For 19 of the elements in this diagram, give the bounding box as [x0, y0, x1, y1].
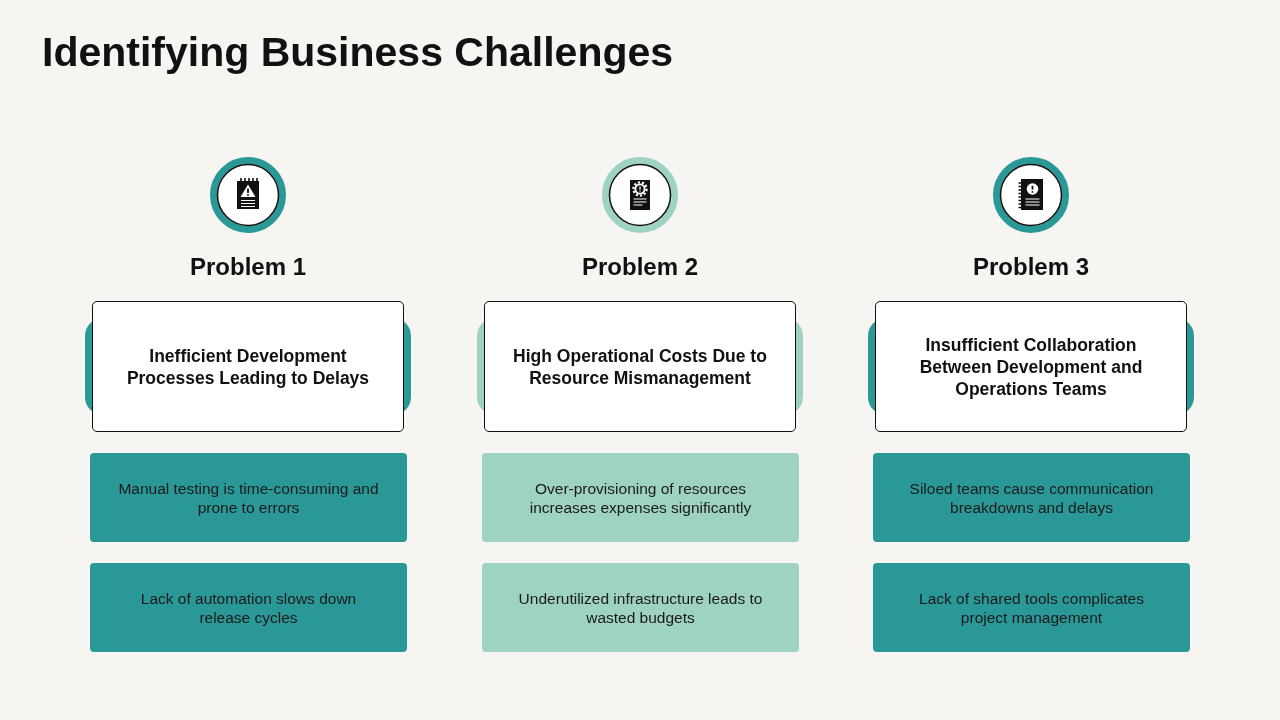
challenge-text: Lack of automation slows down release cycles [139, 588, 358, 627]
challenge-panel [482, 453, 799, 542]
challenge-text: Over-provisioning of resources increases expenses significantly [528, 478, 753, 517]
problem-heading: Problem 1 [188, 253, 307, 281]
challenge-panel [873, 563, 1190, 652]
problem-statement: Insufficient Collaboration Between Development and Operations Teams [918, 333, 1144, 400]
challenge-panel [873, 453, 1190, 542]
challenge-text: Underutilized infrastructure leads to wasted budgets [517, 588, 764, 627]
challenge-text: Lack of shared tools complicates project management [918, 588, 1145, 627]
challenge-panel [90, 563, 407, 652]
slide-title: Identifying Business Challenges [42, 29, 674, 76]
problem-statement: Inefficient Development Processes Leading to Delays [125, 344, 371, 389]
challenge-text: Siloed teams cause communication breakdowns and delays [908, 478, 1155, 517]
challenge-panel [90, 453, 407, 542]
problem-heading: Problem 3 [971, 253, 1090, 281]
challenge-panel [482, 563, 799, 652]
problem-statement: High Operational Costs Due to Resource Mismanagement [512, 344, 768, 389]
problem-heading: Problem 2 [580, 253, 699, 281]
challenge-text: Manual testing is time-consuming and prone to errors [117, 478, 380, 517]
